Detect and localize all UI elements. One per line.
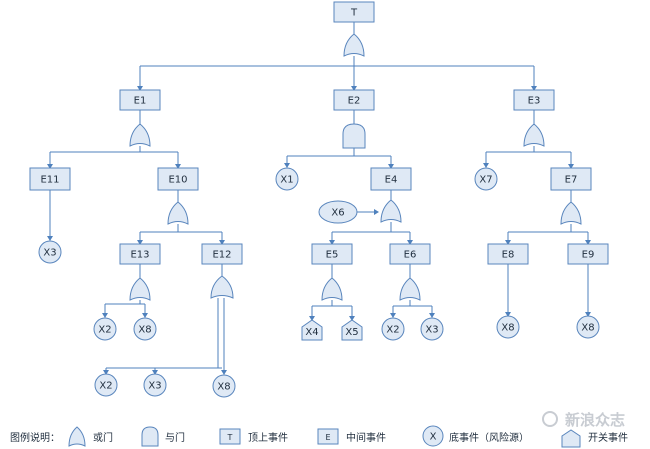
legend-basic-symbol: X bbox=[430, 432, 437, 443]
basic-event-label: X5 bbox=[345, 327, 358, 338]
legend-and-gate-icon bbox=[141, 426, 159, 447]
legend-basic-event-label: 底事件（风险源） bbox=[449, 431, 529, 444]
basic-event-x8: X8 bbox=[576, 315, 600, 339]
legend-or-gate-icon bbox=[68, 426, 86, 447]
basic-event-x2: X2 bbox=[381, 317, 405, 341]
basic-event-x3: X3 bbox=[38, 240, 62, 264]
event-e7: E7 bbox=[550, 167, 592, 191]
event-e5: E5 bbox=[311, 243, 353, 265]
basic-event-x1: X1 bbox=[275, 167, 299, 191]
or-gate-e3 bbox=[523, 123, 545, 147]
event-e10: E10 bbox=[157, 167, 199, 191]
event-label: E5 bbox=[326, 250, 339, 261]
event-label: E3 bbox=[528, 96, 541, 107]
legend-and-gate-label: 与门 bbox=[165, 431, 185, 444]
event-e4: E4 bbox=[370, 167, 412, 191]
event-e11: E11 bbox=[29, 167, 71, 191]
basic-event-label: X2 bbox=[98, 325, 111, 336]
or-gate-e1 bbox=[129, 123, 151, 147]
watermark-text: 新浪众志 bbox=[565, 411, 625, 429]
legend-or-gate-label: 或门 bbox=[93, 431, 113, 444]
basic-event-x2: X2 bbox=[94, 373, 118, 397]
event-label: E2 bbox=[348, 96, 361, 107]
legend-mid-event-label: 中间事件 bbox=[346, 431, 386, 444]
basic-event-label: X8 bbox=[581, 323, 594, 334]
event-label: E6 bbox=[404, 250, 417, 261]
basic-event-label: X8 bbox=[501, 323, 514, 334]
basic-event-x8: X8 bbox=[496, 315, 520, 339]
event-label: E8 bbox=[502, 250, 515, 261]
legend-switch-event-icon bbox=[561, 429, 581, 448]
gates bbox=[129, 33, 582, 301]
switch-event-x4: X4 bbox=[301, 319, 323, 341]
basic-event-label: X2 bbox=[99, 381, 112, 392]
legend-switch-event-label: 开关事件 bbox=[588, 431, 628, 444]
switch-event-x5: X5 bbox=[341, 319, 363, 341]
event-e13: E13 bbox=[119, 243, 161, 265]
connectors bbox=[49, 22, 589, 374]
basic-event-x8: X8 bbox=[212, 374, 236, 398]
basic-event-x2: X2 bbox=[93, 317, 117, 341]
watermark-logo-icon bbox=[542, 411, 558, 427]
event-label: E9 bbox=[582, 250, 595, 261]
event-label: E11 bbox=[40, 175, 59, 186]
legend-top-symbol: T bbox=[227, 433, 233, 442]
event-label: E10 bbox=[168, 175, 187, 186]
basic-event-x8: X8 bbox=[133, 317, 157, 341]
basic-event-label: X3 bbox=[148, 381, 161, 392]
legend-basic-event-circle bbox=[422, 425, 444, 447]
arrowheads bbox=[47, 86, 591, 375]
legend-title: 图例说明： bbox=[10, 431, 60, 444]
basic-events: X3 X1 X7 X6 X2 X8 X4 X5 bbox=[38, 167, 600, 398]
event-label: T bbox=[350, 8, 358, 19]
watermark: 新浪众志 bbox=[542, 411, 625, 429]
event-e3: E3 bbox=[513, 89, 555, 111]
basic-event-label: X3 bbox=[425, 325, 438, 336]
or-gate-e4 bbox=[380, 199, 402, 223]
event-label: E12 bbox=[212, 250, 231, 261]
or-gate-e7 bbox=[560, 201, 582, 225]
or-gate-e5 bbox=[321, 277, 343, 301]
event-e2: E2 bbox=[333, 89, 375, 111]
legend-top-event-box bbox=[219, 428, 241, 445]
basic-event-x3: X3 bbox=[143, 373, 167, 397]
event-label: E7 bbox=[565, 175, 578, 186]
and-gate-e2 bbox=[342, 123, 366, 149]
basic-event-label: X2 bbox=[386, 325, 399, 336]
basic-event-label: X1 bbox=[280, 175, 293, 186]
events: T E1 E2 E3 E11 E10 E4 E7 bbox=[29, 1, 609, 265]
legend: 图例说明： 或门 与门 T 顶上事件 E 中间事件 X 底事件（风险源） 开关事… bbox=[10, 425, 628, 448]
or-gate-top bbox=[343, 33, 365, 57]
event-e8: E8 bbox=[487, 243, 529, 265]
basic-event-x7: X7 bbox=[474, 167, 498, 191]
basic-event-label: X7 bbox=[479, 175, 492, 186]
or-gate-e10 bbox=[167, 201, 189, 225]
or-gate-e6 bbox=[399, 277, 421, 301]
basic-event-label: X3 bbox=[43, 248, 56, 259]
legend-mid-event-box bbox=[317, 428, 339, 445]
basic-event-label: X8 bbox=[217, 382, 230, 393]
event-e12: E12 bbox=[201, 243, 243, 265]
event-label: E13 bbox=[130, 250, 149, 261]
event-e1: E1 bbox=[119, 89, 161, 111]
basic-event-label: X4 bbox=[305, 327, 318, 338]
basic-event-label: X6 bbox=[331, 208, 344, 219]
or-gate-e13 bbox=[129, 277, 151, 301]
basic-event-x3: X3 bbox=[420, 317, 444, 341]
event-e6: E6 bbox=[389, 243, 431, 265]
event-label: E1 bbox=[134, 96, 147, 107]
basic-event-label: X8 bbox=[138, 325, 151, 336]
or-gate-e12 bbox=[210, 275, 234, 299]
legend-top-event-label: 顶上事件 bbox=[248, 431, 288, 444]
event-label: E4 bbox=[385, 175, 398, 186]
conditional-event-x6: X6 bbox=[318, 200, 358, 224]
event-e9: E9 bbox=[567, 243, 609, 265]
event-t: T bbox=[333, 1, 375, 23]
legend-mid-symbol: E bbox=[325, 433, 330, 442]
